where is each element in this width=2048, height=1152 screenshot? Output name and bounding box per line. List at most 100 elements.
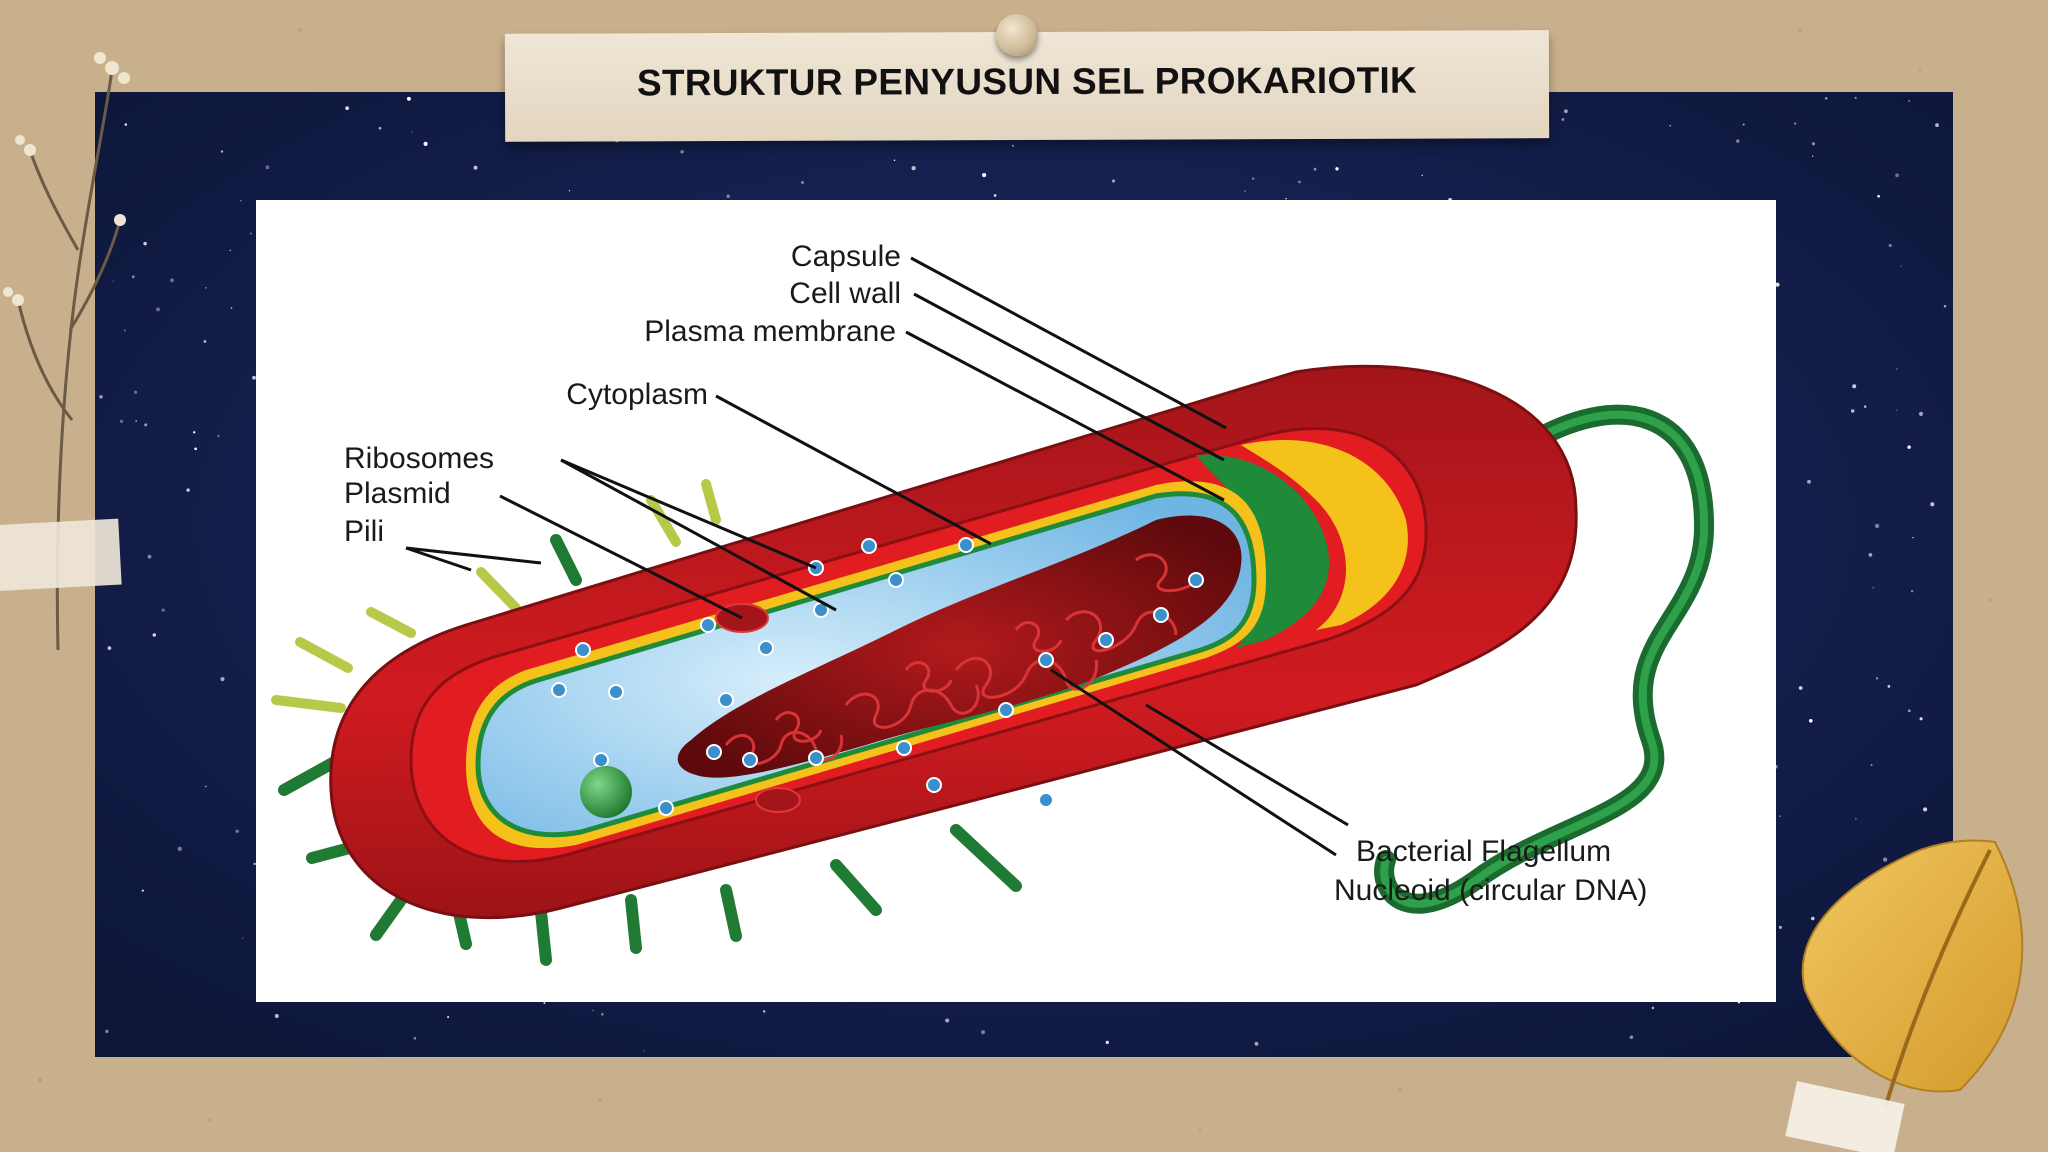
star	[1812, 155, 1814, 157]
star	[413, 1036, 417, 1040]
star	[543, 1002, 546, 1004]
star	[144, 423, 148, 427]
star	[1807, 479, 1811, 484]
star	[241, 937, 244, 940]
star	[1855, 818, 1857, 820]
star	[1877, 194, 1880, 198]
star	[1561, 118, 1565, 121]
star	[105, 1029, 109, 1033]
leader-line-nucleoid	[1050, 668, 1337, 857]
star	[220, 677, 225, 682]
star	[235, 829, 239, 833]
star	[152, 633, 157, 637]
ribosomes-group	[551, 537, 1204, 816]
star	[107, 646, 112, 650]
leader-line-flagellum	[1145, 703, 1349, 827]
label-plasmid: Plasmid	[344, 477, 451, 510]
star	[230, 307, 233, 309]
label-capsule: Capsule	[791, 240, 901, 273]
dna-loops	[724, 553, 1203, 766]
star	[1285, 197, 1287, 200]
star	[1564, 109, 1568, 114]
star	[194, 447, 197, 451]
star	[447, 1016, 450, 1019]
star	[119, 419, 124, 424]
pushpin-icon	[996, 14, 1038, 56]
leader-lines	[405, 256, 1349, 857]
star	[1923, 807, 1928, 812]
star	[801, 181, 804, 184]
star	[1742, 123, 1745, 126]
paper-speckles	[38, 28, 1992, 1132]
star	[982, 173, 987, 178]
label-flagellum: Bacterial Flagellum	[1356, 835, 1611, 868]
star	[203, 340, 207, 343]
star	[1852, 384, 1857, 389]
star	[1850, 409, 1855, 413]
tape-strip-bottom-right	[1785, 1081, 1905, 1152]
star	[1811, 916, 1815, 921]
star	[1875, 677, 1879, 680]
label-cytoplasm: Cytoplasm	[566, 378, 708, 411]
star	[1254, 1041, 1259, 1046]
star	[993, 194, 997, 197]
star	[1669, 125, 1671, 127]
star	[1779, 815, 1782, 817]
star	[274, 1014, 279, 1018]
star	[1798, 686, 1803, 690]
star	[161, 608, 165, 612]
star	[893, 159, 896, 161]
tape-strip-left	[0, 518, 122, 592]
star	[592, 1009, 594, 1012]
star	[1870, 764, 1873, 766]
star	[643, 1049, 645, 1052]
star	[1918, 411, 1924, 416]
star	[1872, 587, 1874, 589]
label-ribosomes: Ribosomes	[344, 442, 494, 475]
star	[1887, 685, 1891, 688]
star	[135, 420, 138, 422]
star	[205, 785, 207, 788]
star	[410, 131, 413, 133]
star	[1421, 174, 1423, 177]
star	[1943, 305, 1947, 308]
star	[124, 329, 126, 332]
star	[147, 554, 152, 559]
star	[378, 126, 382, 130]
star	[568, 190, 571, 192]
star	[1935, 123, 1939, 127]
star	[229, 249, 232, 252]
leader-line-capsule	[910, 256, 1227, 430]
star	[1868, 553, 1873, 557]
star	[1651, 1006, 1655, 1010]
label-plasma-membrane: Plasma membrane	[644, 315, 896, 348]
label-pili: Pili	[344, 515, 384, 548]
leader-line-ribosomes-b	[560, 458, 837, 612]
star	[1919, 717, 1923, 721]
star	[1298, 180, 1301, 184]
leader-line-pili-b	[405, 546, 542, 565]
label-nucleoid: Nucleoid (circular DNA)	[1334, 874, 1647, 907]
star	[143, 241, 147, 246]
star	[1900, 265, 1902, 267]
flower-buds	[3, 52, 130, 306]
star	[726, 194, 730, 198]
star	[124, 123, 128, 126]
dried-leaf-decoration	[1801, 839, 2024, 1109]
star	[1908, 100, 1910, 102]
leader-line-plasma-membrane	[905, 330, 1225, 502]
leader-line-pili-a	[405, 546, 472, 572]
star	[1910, 590, 1914, 593]
leader-line-ribosomes-a	[560, 458, 817, 570]
star	[1883, 857, 1888, 862]
diagram-panel: Capsule Cell wall Plasma membrane Cytopl…	[256, 200, 1776, 1002]
star	[131, 275, 135, 279]
star	[473, 165, 478, 170]
star	[1854, 96, 1857, 99]
star	[1775, 282, 1780, 287]
star	[1244, 190, 1246, 192]
star	[1808, 718, 1813, 723]
star	[1111, 179, 1116, 183]
star	[1874, 523, 1880, 529]
star	[945, 1018, 950, 1023]
